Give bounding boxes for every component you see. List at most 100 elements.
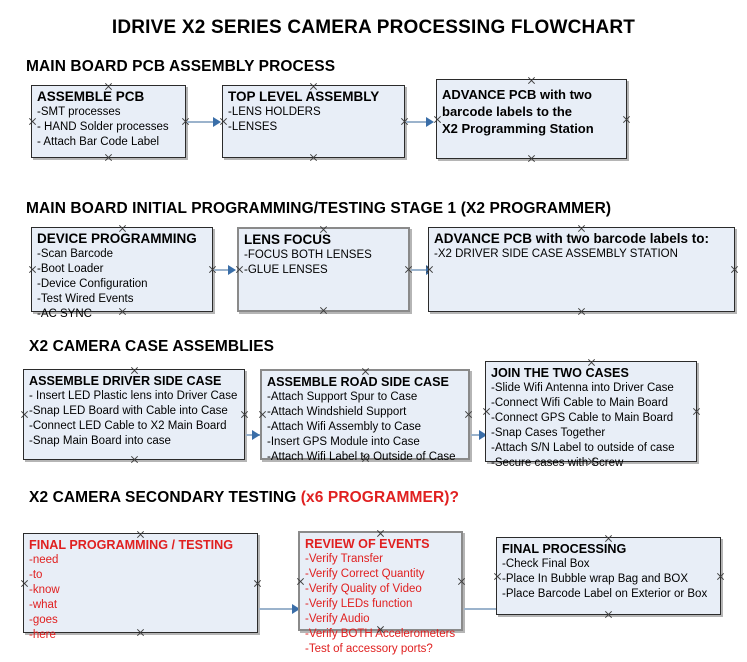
box-item-list: -LENS HOLDERS -LENSES — [228, 105, 402, 135]
box-title: FINAL PROGRAMMING / TESTING — [29, 538, 234, 552]
box-lens-focus[interactable]: LENS FOCUS -FOCUS BOTH LENSES -GLUE LENS… — [237, 227, 410, 312]
connector-arrow-icon — [228, 265, 236, 275]
section-heading-1: MAIN BOARD PCB ASSEMBLY PROCESS — [26, 58, 336, 75]
box-title: LENS FOCUS — [244, 232, 332, 247]
box-top-level-assembly[interactable]: TOP LEVEL ASSEMBLY -LENS HOLDERS -LENSES — [222, 85, 405, 158]
box-review-of-events[interactable]: REVIEW OF EVENTS -Verify Transfer -Verif… — [296, 531, 463, 655]
list-item: X2 Programming Station — [442, 121, 594, 136]
box-item-list: -Attach Support Spur to Case -Attach Win… — [267, 390, 466, 465]
box-title: TOP LEVEL ASSEMBLY — [228, 89, 380, 104]
section-heading-4-red-text: (x6 PROGRAMMER)? — [300, 489, 460, 506]
list-item: -LENSES — [228, 121, 278, 133]
box-final-processing[interactable]: FINAL PROCESSING -Check Final Box -Place… — [496, 537, 721, 615]
list-item: -Attach Support Spur to Case — [267, 391, 418, 403]
list-item: -Test Wired Events — [37, 293, 134, 305]
handle-left-icon — [28, 265, 37, 274]
box-advance-pcb-to-programming-station[interactable]: ADVANCE PCB with two barcode labels to t… — [436, 79, 627, 159]
box-item-list: ADVANCE PCB with two barcode labels to t… — [442, 86, 624, 137]
list-item: -Attach Windshield Support — [267, 406, 407, 418]
connector-line — [259, 608, 297, 610]
connector-line — [464, 608, 502, 610]
box-item-list: -Verify Transfer -Verify Correct Quantit… — [305, 552, 459, 657]
list-item: -Snap Main Board into case — [29, 435, 171, 447]
page-title: IDRIVE X2 SERIES CAMERA PROCESSING FLOWC… — [111, 17, 636, 38]
list-item: -Attach S/N Label to outside of case — [491, 442, 675, 454]
connector-line — [406, 121, 428, 123]
box-assemble-road-side-case[interactable]: ASSEMBLE ROAD SIDE CASE -Attach Support … — [260, 369, 470, 463]
box-advance-pcb-to-driver-side-case[interactable]: ADVANCE PCB with two barcode labels to: … — [428, 227, 735, 312]
connector-line — [214, 269, 230, 271]
list-item: -X2 DRIVER SIDE CASE ASSEMBLY STATION — [434, 248, 678, 260]
list-item: -LENS HOLDERS — [228, 106, 321, 118]
list-item: -Scan Barcode — [37, 248, 114, 260]
list-item: -Snap Cases Together — [491, 427, 606, 439]
list-item: -Insert GPS Module into Case — [267, 436, 420, 448]
list-item: -Snap LED Board with Cable into Case — [29, 405, 228, 417]
box-title: ADVANCE PCB with two barcode labels to: — [434, 231, 710, 246]
box-device-programming[interactable]: DEVICE PROGRAMMING -Scan Barcode -Boot L… — [28, 227, 213, 320]
list-item: -Place In Bubble wrap Bag and BOX — [502, 573, 689, 585]
list-item: -SMT processes — [37, 106, 121, 118]
handle-right-icon — [730, 265, 739, 274]
list-item: -Attach Wifi Label to Outside of Case — [267, 451, 456, 463]
handle-left-icon — [20, 410, 29, 419]
list-item: -Verify Transfer — [305, 553, 383, 565]
list-item: -Test of accessory ports? — [305, 643, 433, 655]
connector-arrow-icon — [213, 117, 221, 127]
box-title: ASSEMBLE ROAD SIDE CASE — [267, 375, 449, 389]
handle-left-icon — [28, 117, 37, 126]
list-item: -Connect Wifi Cable to Main Board — [491, 397, 669, 409]
list-item: -what — [29, 599, 58, 611]
box-assemble-pcb[interactable]: ASSEMBLE PCB -SMT processes - HAND Solde… — [31, 85, 186, 158]
box-assemble-driver-side-case[interactable]: ASSEMBLE DRIVER SIDE CASE - Insert LED P… — [23, 369, 245, 460]
list-item: -FOCUS BOTH LENSES — [244, 249, 372, 261]
box-title: ASSEMBLE PCB — [37, 89, 145, 104]
box-join-the-two-cases[interactable]: JOIN THE TWO CASES -Slide Wifi Antenna i… — [482, 361, 697, 469]
list-item: - HAND Solder processes — [37, 121, 169, 133]
box-final-programming-testing[interactable]: FINAL PROGRAMMING / TESTING -need -to -k… — [23, 533, 258, 641]
box-item-list: - Insert LED Plastic lens into Driver Ca… — [29, 389, 242, 449]
handle-bottom-icon — [130, 455, 139, 464]
list-item: -Check Final Box — [502, 558, 590, 570]
box-title: REVIEW OF EVENTS — [305, 537, 430, 551]
handle-top-icon — [527, 76, 536, 85]
handle-bottom-icon — [527, 154, 536, 163]
list-item: -Place Barcode Label on Exterior or Box — [502, 588, 708, 600]
handle-bottom-icon — [577, 307, 586, 316]
box-item-list: -Check Final Box -Place In Bubble wrap B… — [502, 557, 718, 602]
box-item-list: -Slide Wifi Antenna into Driver Case -Co… — [491, 381, 694, 471]
handle-bottom-icon — [604, 610, 613, 619]
handle-bottom-icon — [309, 153, 318, 162]
list-item: -Connect LED Cable to X2 Main Board — [29, 420, 227, 432]
list-item: -Verify Correct Quantity — [305, 568, 425, 580]
list-item: -Verify Quality of Video — [305, 583, 422, 595]
list-item: -Connect GPS Cable to Main Board — [491, 412, 674, 424]
handle-left-icon — [482, 407, 491, 416]
list-item: -Boot Loader — [37, 263, 104, 275]
list-item: -AC SYNC — [37, 308, 92, 320]
connector-line — [411, 269, 428, 271]
list-item: -GLUE LENSES — [244, 264, 328, 276]
list-item: -Secure cases with Screw — [491, 457, 624, 469]
box-title: FINAL PROCESSING — [502, 542, 627, 556]
box-title: DEVICE PROGRAMMING — [37, 231, 197, 246]
section-heading-4: X2 CAMERA SECONDARY TESTING (x6 PROGRAMM… — [29, 489, 459, 507]
connector-arrow-icon — [426, 117, 434, 127]
section-heading-2: MAIN BOARD INITIAL PROGRAMMING/TESTING S… — [26, 200, 612, 217]
section-heading-4-text: X2 CAMERA SECONDARY TESTING — [29, 489, 301, 506]
box-title: ASSEMBLE DRIVER SIDE CASE — [29, 374, 222, 388]
handle-bottom-icon — [319, 306, 328, 315]
handle-bottom-icon — [104, 153, 113, 162]
list-item: barcode labels to the — [442, 104, 573, 119]
list-item: - Insert LED Plastic lens into Driver Ca… — [29, 390, 238, 402]
section-heading-3: X2 CAMERA CASE ASSEMBLIES — [29, 338, 275, 355]
list-item: -here — [29, 629, 56, 641]
list-item: -Slide Wifi Antenna into Driver Case — [491, 382, 674, 394]
box-item-list: -need -to -know -what -goes -here — [29, 553, 255, 643]
box-item-list: -Scan Barcode -Boot Loader -Device Confi… — [37, 247, 210, 322]
box-item-list: -X2 DRIVER SIDE CASE ASSEMBLY STATION — [434, 247, 732, 262]
handle-left-icon — [296, 577, 305, 586]
list-item: -Attach Wifi Assembly to Case — [267, 421, 422, 433]
list-item: -to — [29, 569, 43, 581]
